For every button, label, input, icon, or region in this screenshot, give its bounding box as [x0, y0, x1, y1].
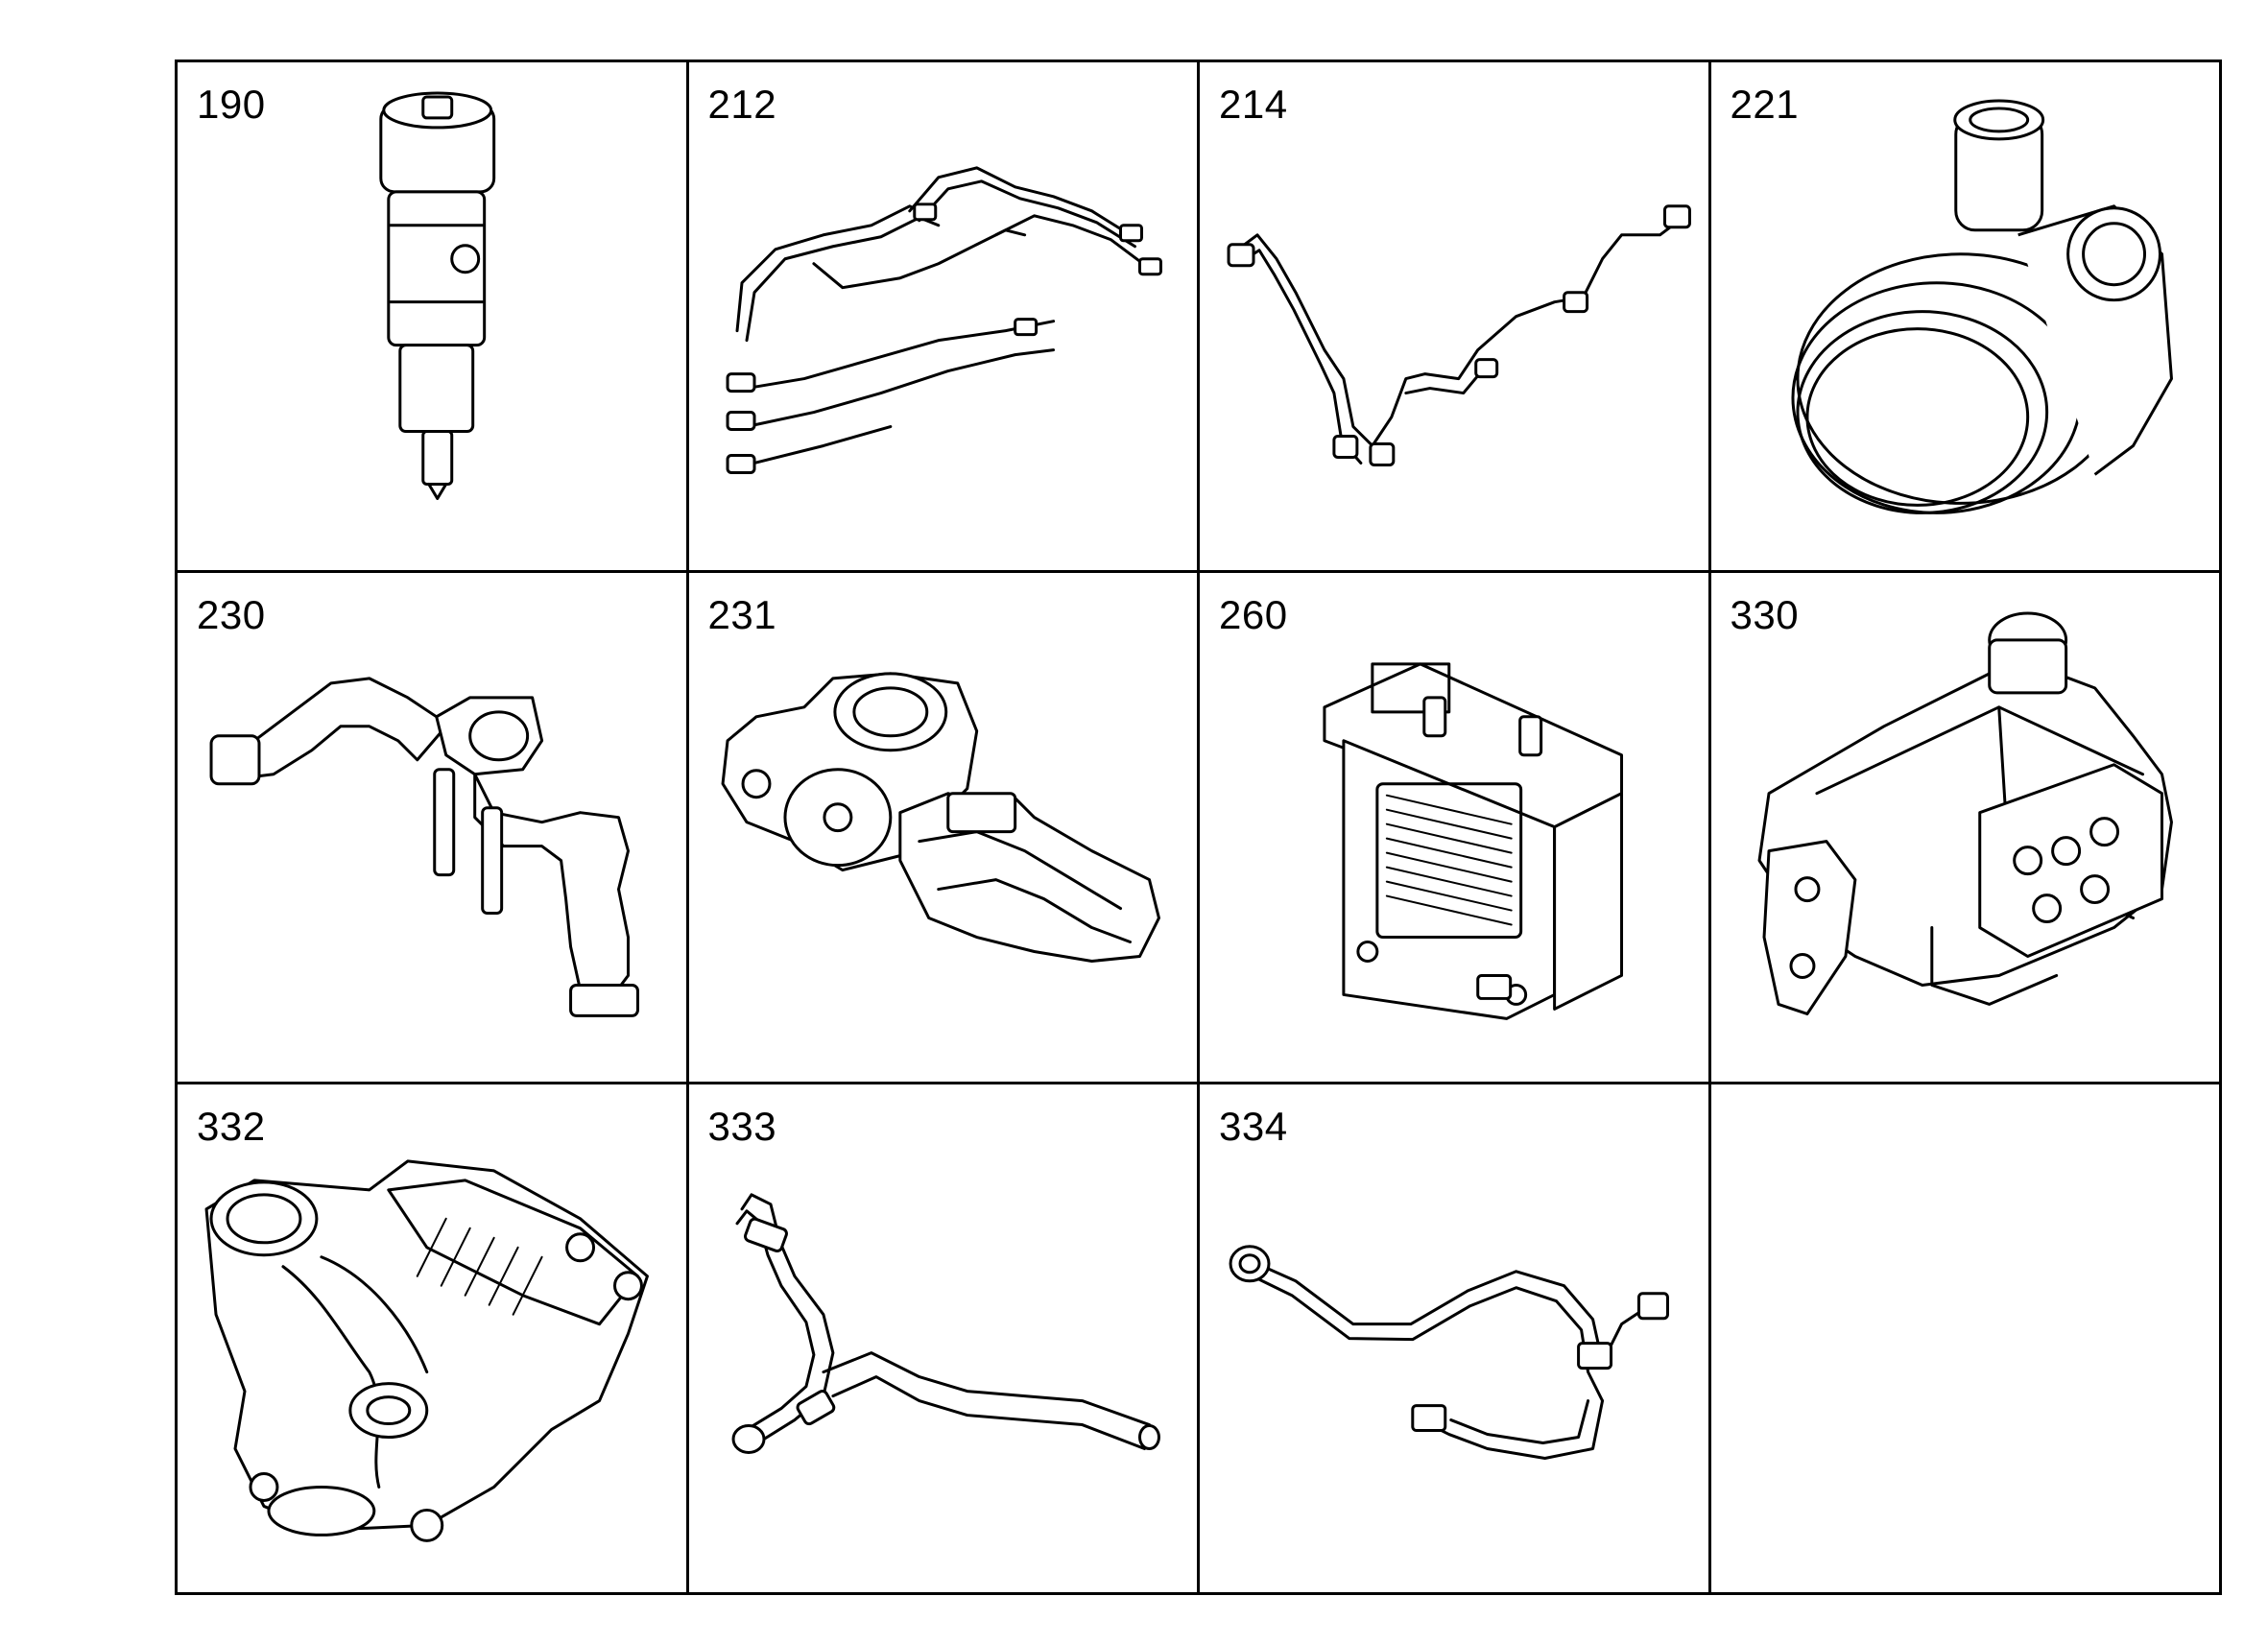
- part-cell-214[interactable]: 214: [1200, 62, 1711, 574]
- part-number-label: 260: [1219, 592, 1288, 638]
- part-number-label: 230: [197, 592, 266, 638]
- cooler-icon: [1323, 662, 1624, 1021]
- part-number-label: 330: [1730, 592, 1800, 638]
- part-cell-260[interactable]: 260: [1200, 573, 1711, 1084]
- turbocharger-icon: [1790, 99, 2173, 514]
- part-cell-334[interactable]: 334: [1200, 1084, 1711, 1595]
- part-cell-330[interactable]: 330: [1710, 573, 2222, 1084]
- housing-icon: [204, 1159, 649, 1542]
- empty-cell: [1710, 1084, 2222, 1595]
- part-number-label: 221: [1730, 82, 1800, 127]
- part-number-label: 334: [1219, 1103, 1288, 1149]
- part-number-label: 231: [707, 592, 777, 638]
- part-number-label: 214: [1219, 82, 1288, 127]
- hose-icon: [731, 1193, 1160, 1454]
- fuel-line-set-icon: [726, 166, 1162, 474]
- part-cell-231[interactable]: 231: [688, 573, 1200, 1084]
- pressure-pipe-icon: [1229, 1244, 1669, 1460]
- part-number-label: 212: [707, 82, 777, 127]
- injection-pump-icon: [1757, 611, 2173, 1016]
- part-cell-332[interactable]: 332: [178, 1084, 689, 1595]
- water-pump-icon: [721, 672, 1160, 964]
- part-number-label: 332: [197, 1103, 266, 1149]
- part-cell-212[interactable]: 212: [688, 62, 1200, 574]
- part-cell-230[interactable]: 230: [178, 573, 689, 1084]
- part-number-label: 333: [707, 1103, 777, 1149]
- part-cell-221[interactable]: 221: [1710, 62, 2222, 574]
- coolant-pipe-icon: [209, 677, 639, 1018]
- fuel-injector-icon: [379, 91, 496, 500]
- part-number-label: 190: [197, 82, 266, 127]
- parts-grid: 190 212: [175, 60, 2222, 1595]
- part-cell-190[interactable]: 190: [178, 62, 689, 574]
- part-cell-333[interactable]: 333: [688, 1084, 1200, 1595]
- fuel-pipe-icon: [1227, 204, 1691, 466]
